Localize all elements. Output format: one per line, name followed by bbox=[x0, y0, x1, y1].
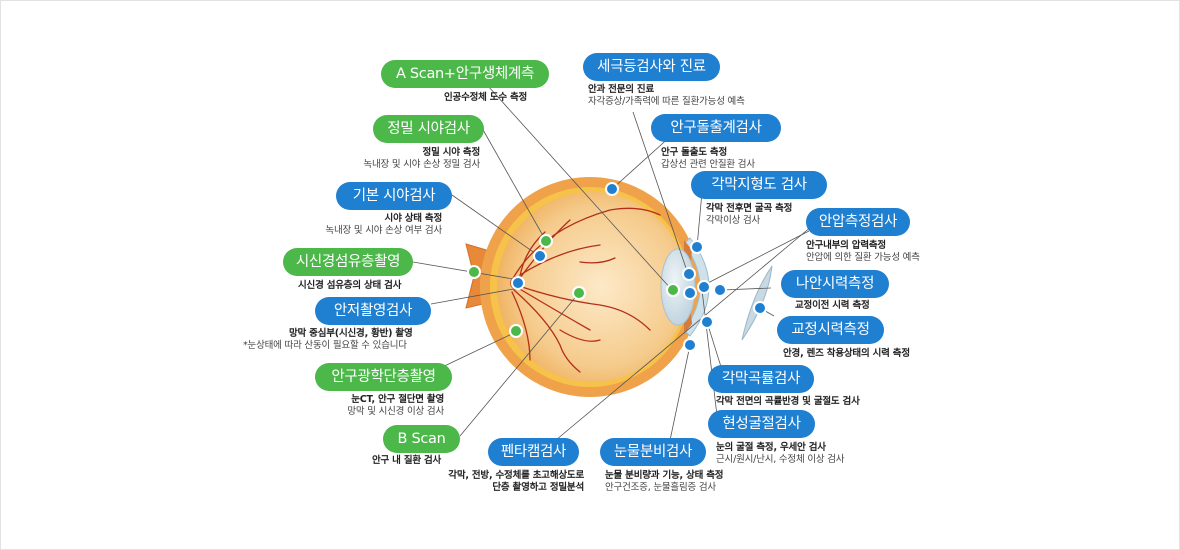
marker-topography bbox=[690, 240, 704, 254]
topography-pill[interactable]: 각막지형도 검사 bbox=[691, 171, 827, 199]
slitlamp-pill[interactable]: 세극등검사와 진료 bbox=[583, 53, 720, 81]
marker-bscan bbox=[572, 286, 586, 300]
green-markers bbox=[467, 234, 680, 338]
marker-refraction bbox=[683, 286, 697, 300]
marker-ascan bbox=[666, 283, 680, 297]
corrected-vision-pill[interactable]: 교정시력측정 bbox=[777, 316, 884, 344]
precise-field-pill[interactable]: 정밀 시야검사 bbox=[373, 115, 484, 143]
keratometry-pill[interactable]: 각막곡률검사 bbox=[708, 365, 814, 393]
marker-naked-vision bbox=[713, 283, 727, 297]
fundus-desc: 망막 중심부(시신경, 황반) 촬영*눈상태에 따라 산동이 필요할 수 있습니… bbox=[243, 328, 413, 351]
bscan-desc: 안구 내 질환 검사 bbox=[372, 455, 442, 466]
marker-corrected-vision bbox=[753, 301, 767, 315]
naked-vision-pill[interactable]: 나안시력측정 bbox=[781, 270, 889, 298]
marker-keratometry bbox=[700, 315, 714, 329]
vitreous bbox=[497, 192, 687, 382]
basic-field-pill[interactable]: 기본 시야검사 bbox=[336, 182, 452, 210]
marker-exophthalmometry bbox=[605, 182, 619, 196]
corrected-vision-desc: 안경, 렌즈 착용상태의 시력 측정 bbox=[783, 348, 910, 359]
iop-pill[interactable]: 안압측정검사 bbox=[806, 208, 910, 236]
marker-iop bbox=[697, 280, 711, 294]
keratometry-desc: 각막 전면의 곡률반경 및 굴절도 검사 bbox=[716, 396, 860, 407]
pentacam-pill[interactable]: 펜타캠검사 bbox=[488, 438, 579, 466]
fundus-pill[interactable]: 안저촬영검사 bbox=[315, 297, 431, 325]
blood-vessels bbox=[511, 207, 661, 373]
oct-pill[interactable]: 안구광학단층촬영 bbox=[315, 363, 452, 391]
ascan-pill[interactable]: A Scan+안구생체계측 bbox=[381, 60, 549, 88]
marker-basic-field bbox=[533, 249, 547, 263]
tear-pill[interactable]: 눈물분비검사 bbox=[600, 438, 706, 466]
blue-markers bbox=[511, 182, 767, 352]
marker-precise-field bbox=[539, 234, 553, 248]
bscan-pill[interactable]: B Scan bbox=[383, 425, 460, 453]
marker-oct bbox=[509, 324, 523, 338]
marker-fundus bbox=[511, 276, 525, 290]
marker-tear bbox=[683, 338, 697, 352]
ascan-desc: 인공수정체 도수 측정 bbox=[444, 92, 528, 103]
naked-vision-desc: 교정이전 시력 측정 bbox=[795, 300, 870, 311]
marker-rnfl bbox=[467, 265, 481, 279]
rnfl-pill[interactable]: 시신경섬유층촬영 bbox=[283, 248, 413, 276]
exophthalmometry-pill[interactable]: 안구돌출계검사 bbox=[651, 114, 781, 142]
refraction-pill[interactable]: 현성굴절검사 bbox=[708, 410, 815, 438]
rnfl-desc: 시신경 섬유층의 상태 검사 bbox=[298, 280, 402, 291]
marker-slitlamp bbox=[682, 267, 696, 281]
